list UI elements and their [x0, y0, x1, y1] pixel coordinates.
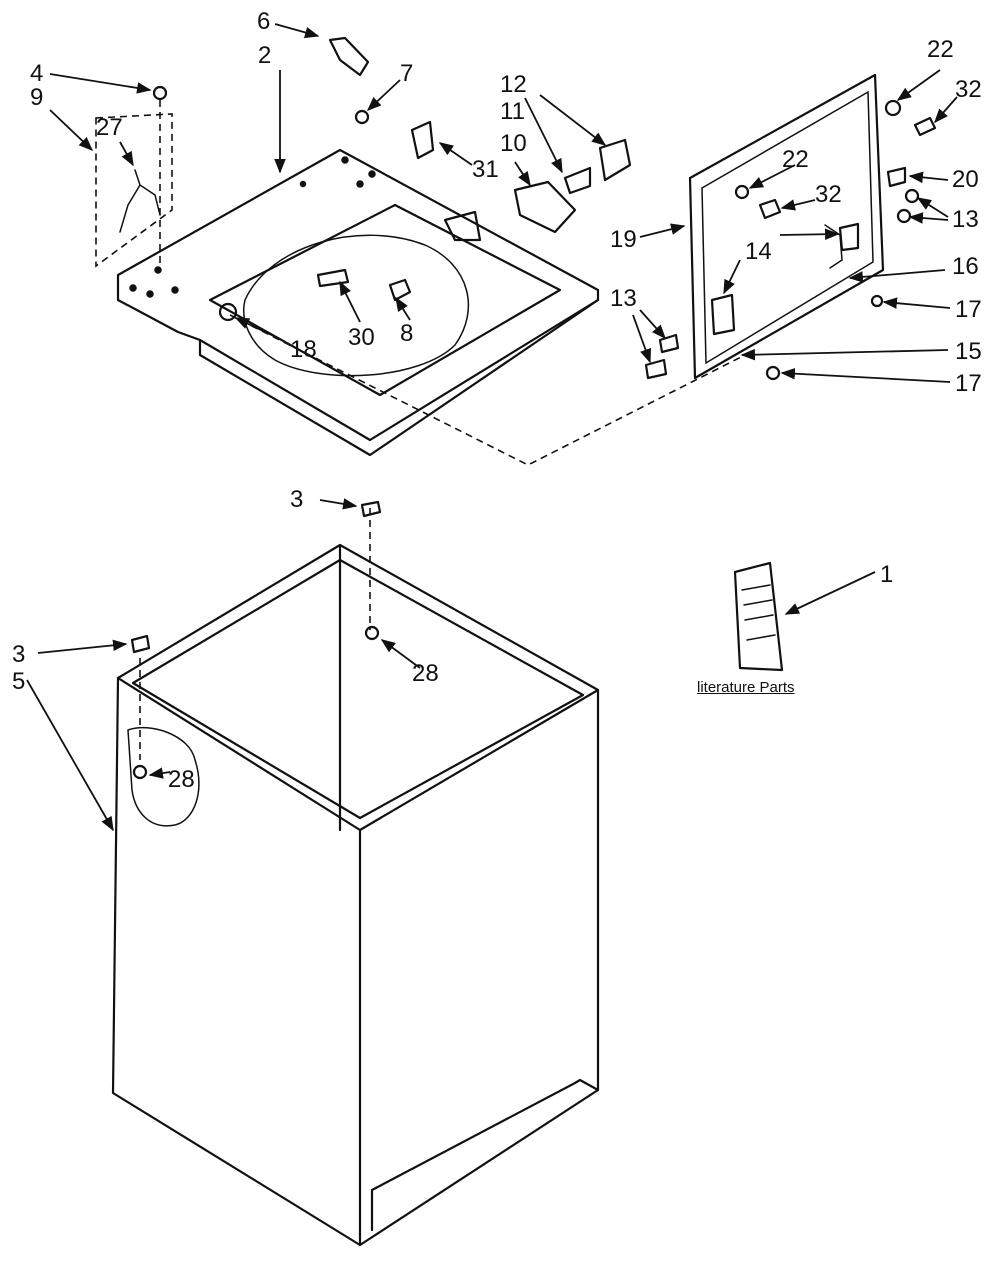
callout-5: 5: [12, 668, 26, 695]
wire-harness: [119, 169, 161, 233]
callout-12: 12: [500, 71, 527, 98]
literature-parts-caption: literature Parts: [697, 679, 795, 696]
washer-top: [116, 148, 600, 457]
callout-4: 4: [30, 60, 44, 87]
callout-18: 18: [290, 336, 317, 363]
callout-27: 27: [96, 114, 123, 141]
callout-22-lower: 22: [782, 146, 809, 173]
callout-17-upper: 17: [955, 296, 982, 323]
screw-guide-line: [139, 100, 371, 760]
callout-28-left: 28: [168, 766, 195, 793]
leader-arrows: [26, 23, 958, 832]
callout-31: 31: [472, 156, 499, 183]
callout-28-right: 28: [412, 660, 439, 687]
callout-10: 10: [500, 130, 527, 157]
literature-booklet: [733, 561, 784, 672]
callout-3-top: 3: [290, 486, 304, 513]
callout-1: 1: [880, 561, 894, 588]
callout-3-left: 3: [12, 641, 26, 668]
callout-6: 6: [257, 8, 271, 35]
callout-7: 7: [400, 60, 414, 87]
callout-30: 30: [348, 324, 375, 351]
callout-9: 9: [30, 84, 44, 111]
callout-20: 20: [952, 166, 979, 193]
callout-2: 2: [258, 42, 272, 69]
callout-11: 11: [500, 98, 525, 125]
harness-group-outline: [95, 113, 173, 268]
callout-8: 8: [400, 320, 414, 347]
callout-32-upper: 32: [955, 76, 982, 103]
callout-17-lower: 17: [955, 370, 982, 397]
callout-15: 15: [955, 338, 982, 365]
callout-14: 14: [745, 238, 772, 265]
callout-13-left: 13: [610, 285, 637, 312]
explode-guide-line: [229, 314, 746, 466]
cabinet: [111, 543, 600, 1247]
callout-13-right: 13: [952, 206, 979, 233]
callout-22-upper: 22: [927, 36, 954, 63]
small-parts: [130, 36, 937, 780]
callout-16: 16: [952, 253, 979, 280]
callout-32-lower: 32: [815, 181, 842, 208]
callout-19: 19: [610, 226, 637, 253]
